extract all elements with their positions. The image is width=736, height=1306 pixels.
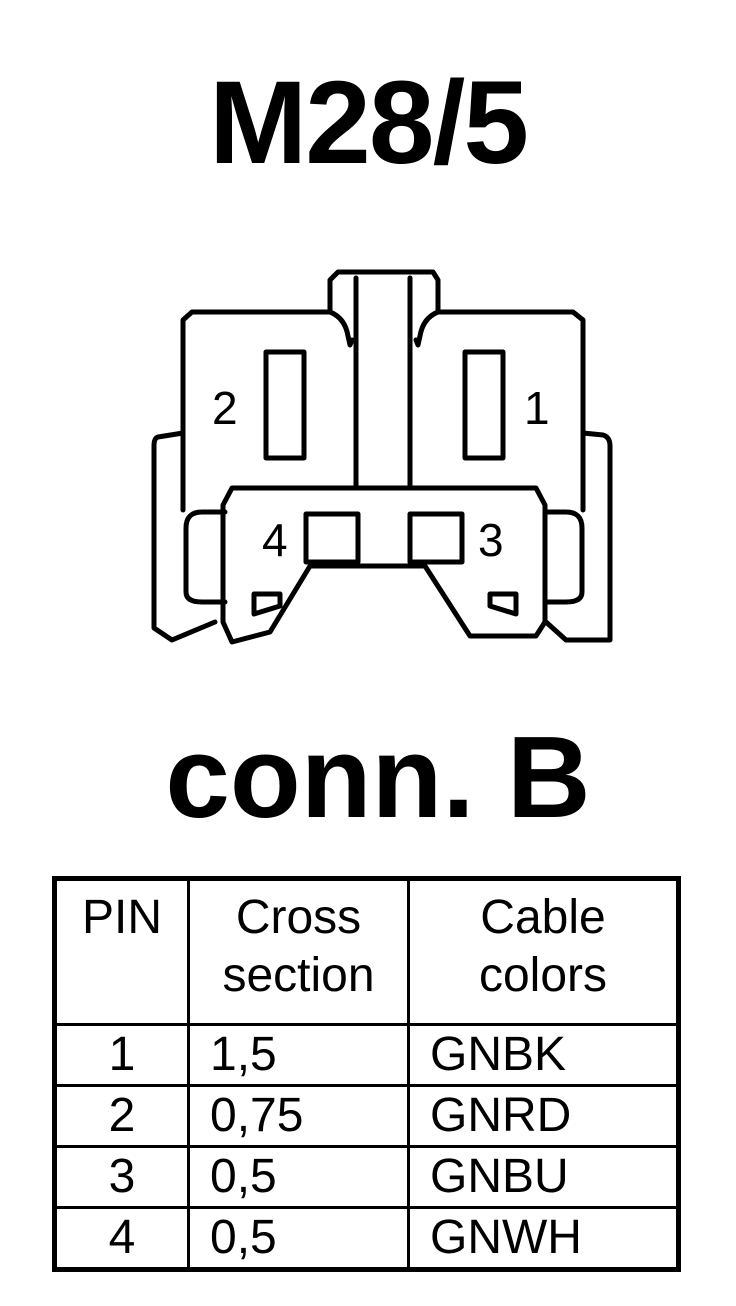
connector-housing [180,269,586,513]
header-pin: PIN [53,877,190,1026]
cell-pin: 1 [53,1023,190,1087]
header-cable-colors: Cable colors [407,877,680,1026]
table-row: 2 0,75 GNRD [53,1084,680,1148]
pin-cavity-2 [263,349,307,461]
table-row: 1 1,5 GNBK [53,1023,680,1087]
cell-cable-color: GNBK [407,1023,680,1087]
cell-cross-section: 1,5 [187,1023,410,1087]
cell-cable-color: GNBU [407,1145,680,1209]
pin-label-1: 1 [524,382,550,434]
pin-assignment-table: PIN Cross section Cable colors 1 1,5 GNB… [52,876,681,1272]
cell-cross-section: 0,5 [187,1206,410,1271]
pin-cavity-3 [407,511,465,565]
cell-cross-section: 0,5 [187,1145,410,1209]
connector-diagram: 2 1 4 3 [151,269,613,645]
left-key [251,591,283,617]
lower-right-pocket [542,509,585,605]
cell-pin: 2 [53,1084,190,1148]
table-row: 3 0,5 GNBU [53,1145,680,1209]
cell-cable-color: GNRD [407,1084,680,1148]
latch-notch [327,309,355,348]
cell-pin: 4 [53,1206,190,1271]
cell-cross-section: 0,75 [187,1084,410,1148]
table-row: 4 0,5 GNWH [53,1206,680,1271]
right-wing [543,430,613,643]
pin-cavity-1 [462,349,506,461]
latch-notch-right [413,309,441,348]
connector-title: M28/5 [209,57,529,189]
lower-left-pocket [183,509,228,605]
cell-pin: 3 [53,1145,190,1209]
pin-label-2: 2 [212,382,238,434]
pin-cavity-4 [303,511,361,565]
left-wing [151,430,218,643]
cell-cable-color: GNWH [407,1206,680,1271]
table-header-row: PIN Cross section Cable colors [53,877,680,1026]
header-cross-section: Cross section [187,877,410,1026]
pin-label-4: 4 [262,514,288,566]
right-key [487,591,519,617]
pin-label-3: 3 [478,514,504,566]
connector-label: conn. B [165,712,591,842]
front-plate [220,485,548,645]
